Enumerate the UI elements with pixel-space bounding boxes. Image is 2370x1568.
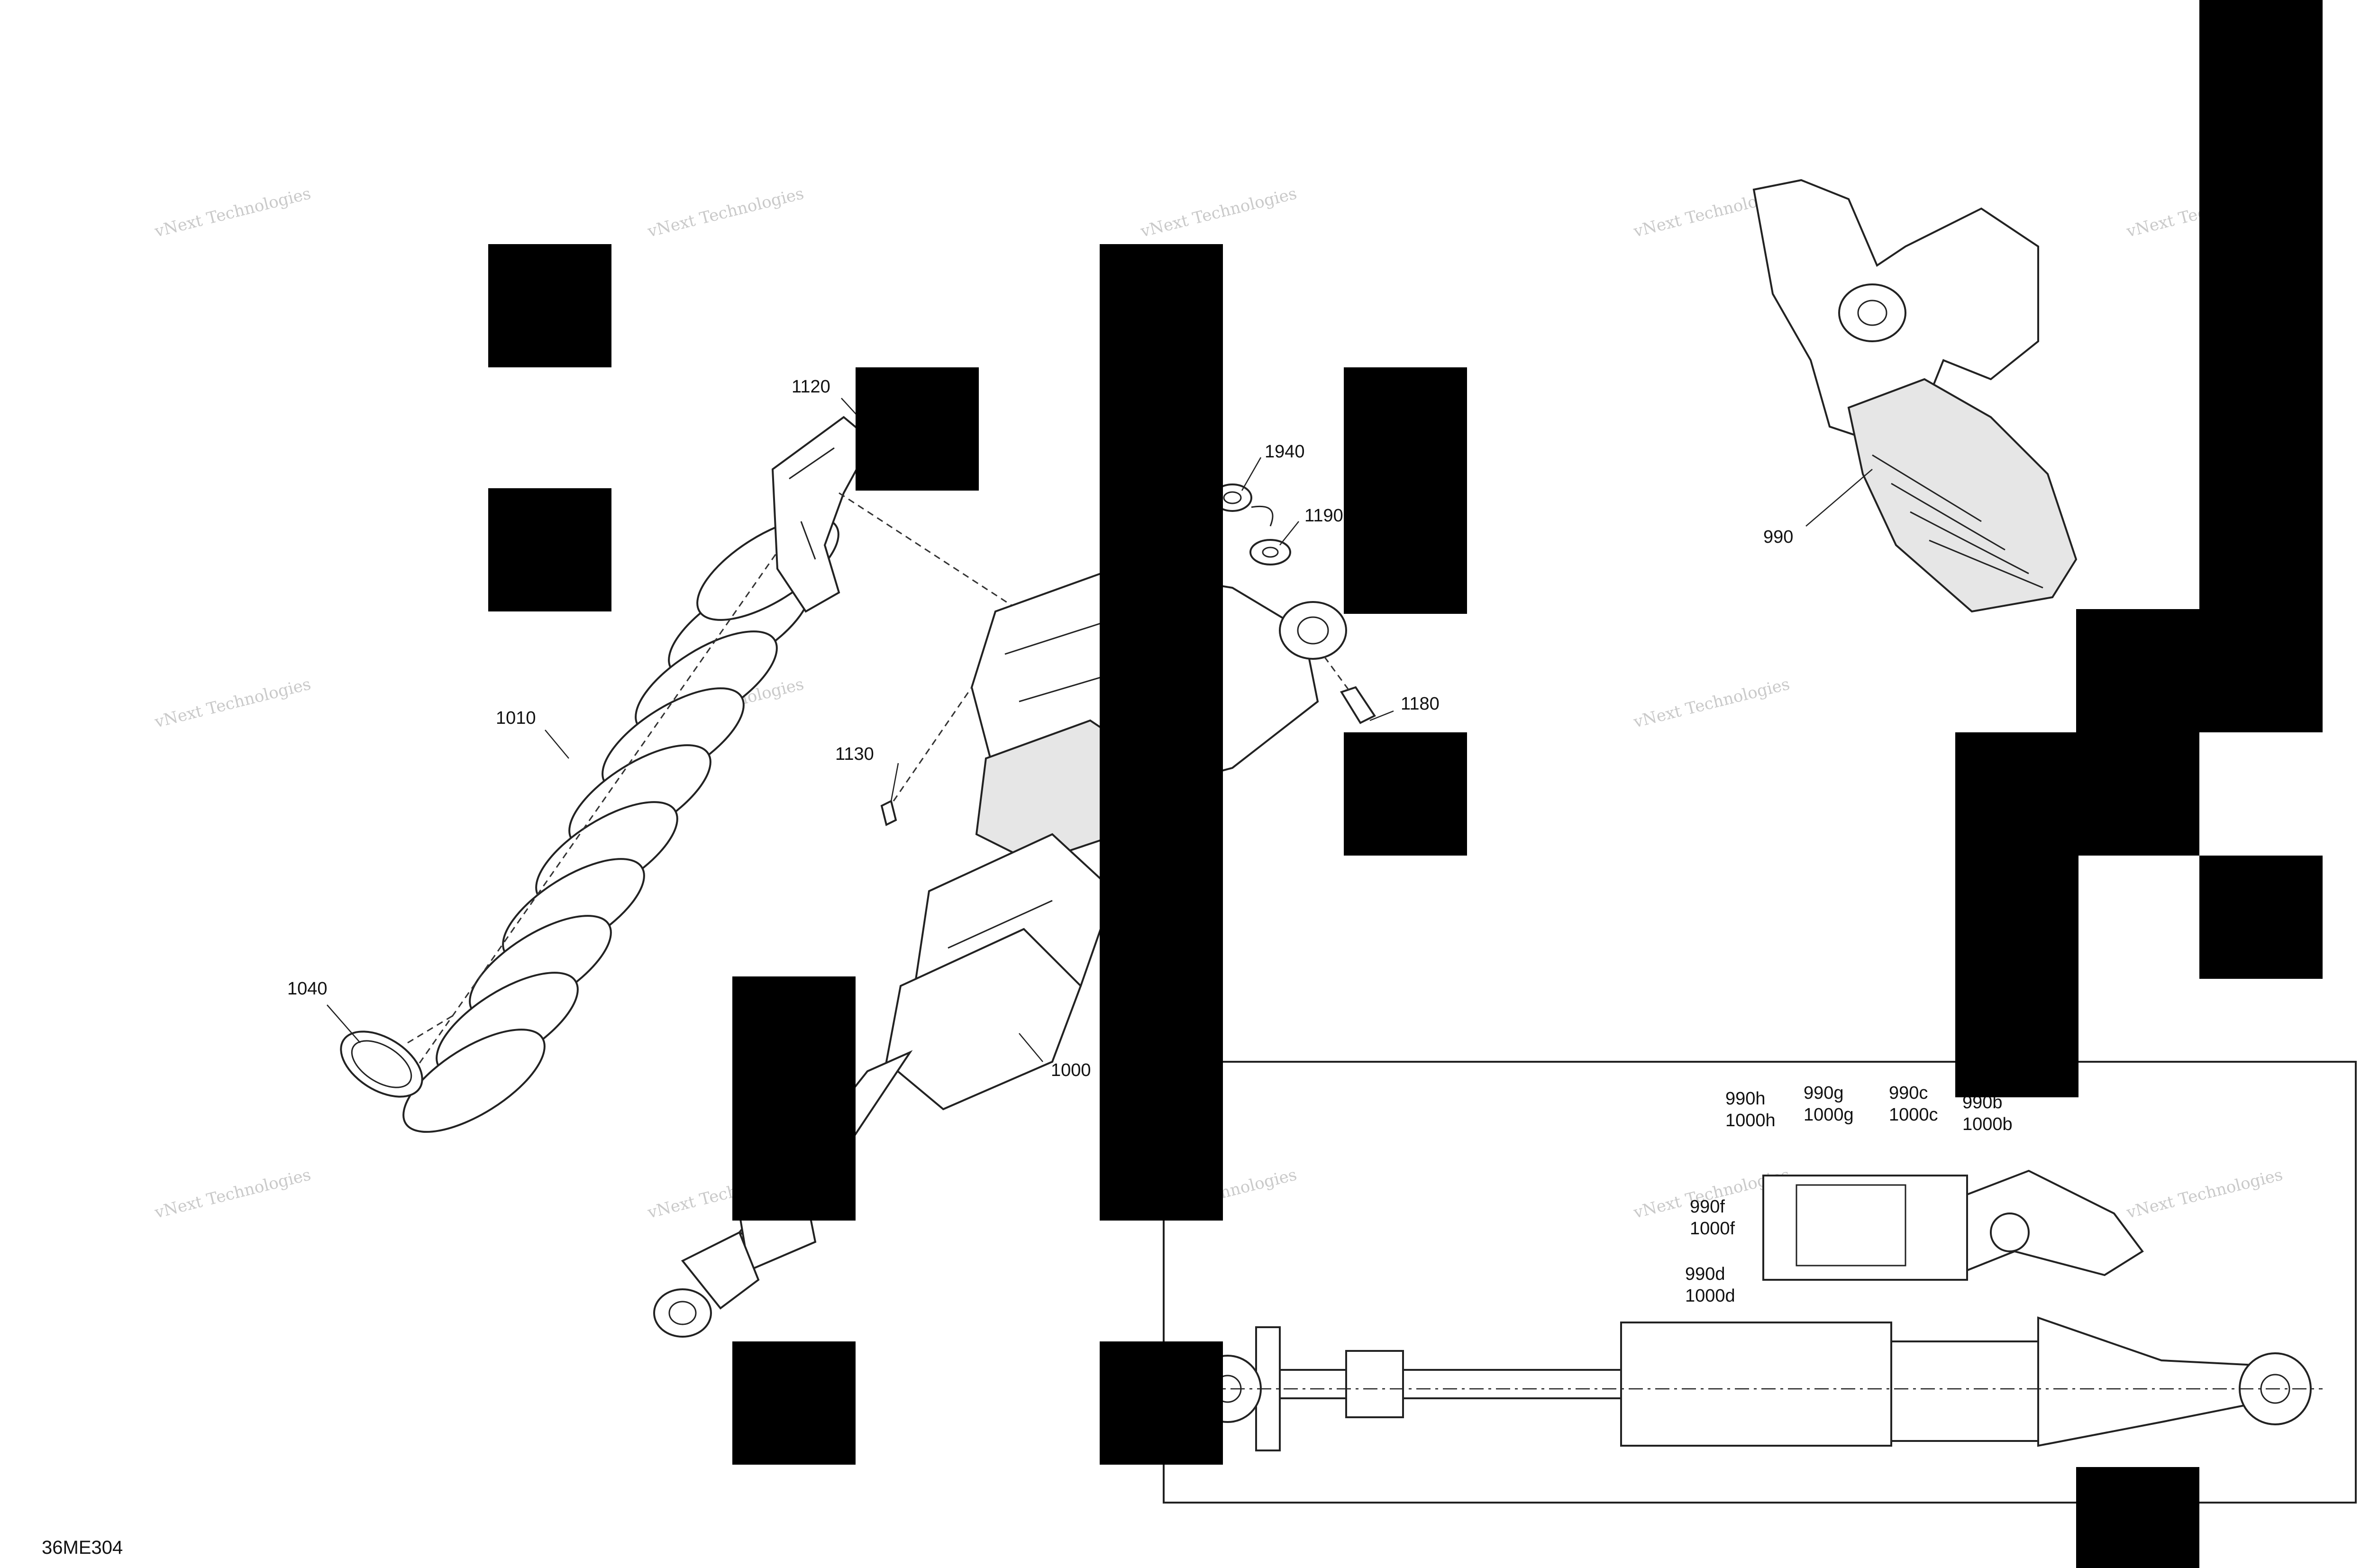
coil-spring-1010	[402, 517, 839, 1133]
svg-text:vNext Technologies: vNext Technologies	[646, 184, 806, 241]
svg-text:vNext Technologies: vNext Technologies	[153, 184, 313, 241]
callout-990c: 990c	[1889, 1083, 1928, 1103]
retainer-ring-1040	[340, 1013, 456, 1098]
callout-1120: 1120	[792, 377, 830, 397]
svg-text:vNext Technologies: vNext Technologies	[153, 675, 313, 732]
svg-text:vNext Technologies: vNext Technologies	[2124, 1165, 2285, 1222]
redaction-blocks	[488, 0, 2323, 1568]
callout-1000h: 1000h	[1725, 1111, 1776, 1130]
pin-1180	[1322, 654, 1376, 724]
bracket-1120	[771, 416, 1043, 627]
svg-text:vNext Technologies: vNext Technologies	[153, 1165, 313, 1222]
callout-990g: 990g	[1804, 1083, 1844, 1103]
watermark: vNext Technologies	[646, 184, 806, 241]
svg-text:vNext Technologies: vNext Technologies	[1139, 184, 1299, 241]
watermark: vNext Technologies	[2124, 1165, 2285, 1222]
svg-text:vNext Technologies: vNext Technologies	[1632, 675, 1792, 732]
callout-1040: 1040	[287, 979, 328, 999]
shock-assembly-990	[1752, 179, 2078, 613]
detail-inset	[1163, 1061, 2357, 1504]
callout-1000b: 1000b	[1962, 1114, 2013, 1134]
callout-1000d: 1000d	[1685, 1286, 1735, 1306]
leader-lines	[327, 398, 1873, 1062]
callout-1180: 1180	[1401, 694, 1440, 714]
watermark: vNext Technologies	[1139, 184, 1299, 241]
watermark: vNext Technologies	[153, 675, 313, 732]
callout-990: 990	[1763, 527, 1793, 547]
washer-1190	[1249, 539, 1291, 565]
callout-990f: 990f	[1690, 1197, 1725, 1217]
document-id: 36ME304	[42, 1537, 123, 1558]
callout-1010: 1010	[496, 708, 536, 728]
screw-1130	[880, 687, 973, 826]
callout-1000: 1000	[1051, 1060, 1091, 1080]
callout-990d: 990d	[1685, 1264, 1725, 1284]
watermark: vNext Technologies	[153, 184, 313, 241]
callout-1000c: 1000c	[1889, 1105, 1938, 1125]
callout-1000g: 1000g	[1804, 1105, 1854, 1125]
callout-1130: 1130	[835, 744, 874, 764]
watermark: vNext Technologies	[153, 1165, 313, 1222]
callout-990h: 990h	[1725, 1089, 1766, 1109]
callout-1190: 1190	[1304, 506, 1343, 526]
callout-1000f: 1000f	[1690, 1219, 1735, 1239]
callout-1940: 1940	[1265, 442, 1305, 462]
watermark: vNext Technologies	[1632, 675, 1792, 732]
